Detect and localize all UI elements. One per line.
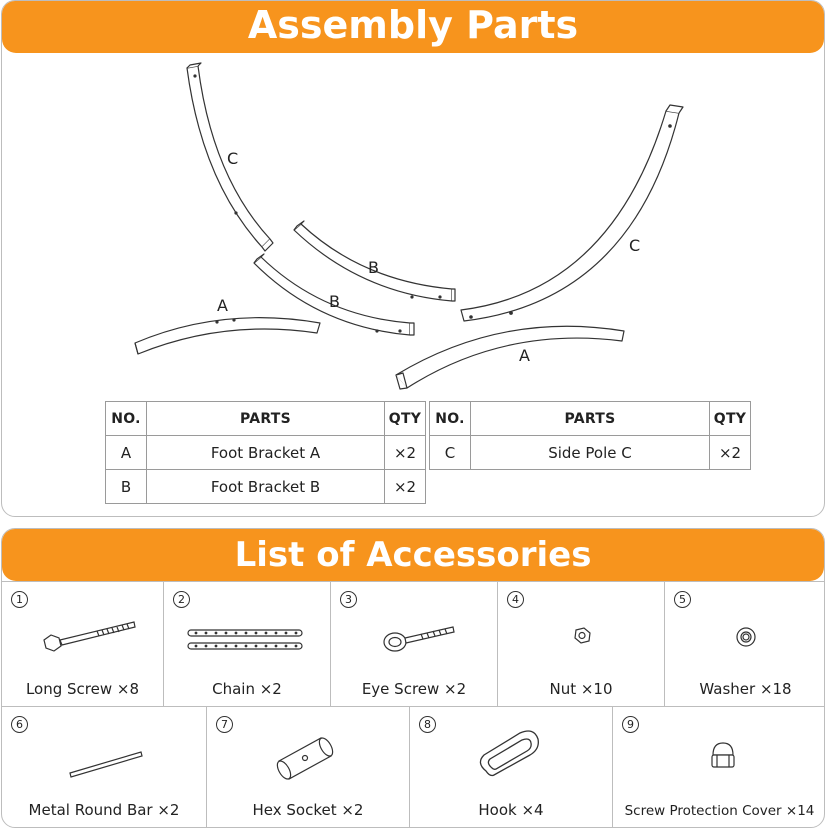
- item-label: Eye Screw ×2: [361, 680, 467, 698]
- table-header-row: NO. PARTS QTY: [429, 401, 751, 436]
- parts-table-right: NO. PARTS QTY C Side Pole C ×2: [429, 401, 751, 470]
- header-no: NO.: [429, 401, 471, 436]
- accessories-row-1: 1 Long Screw ×8 2 Chain: [2, 581, 824, 706]
- item-number: 9: [622, 716, 639, 733]
- accessories-panel: List of Accessories 1 Long Screw ×8 2: [1, 528, 825, 828]
- row-qty: ×2: [384, 469, 426, 504]
- row-no: C: [429, 435, 471, 470]
- label-a-left: A: [217, 296, 228, 315]
- item-number: 4: [507, 591, 524, 608]
- foot-bracket-b-upper-drawing: [293, 220, 456, 302]
- item-number: 2: [173, 591, 190, 608]
- row-part: Side Pole C: [470, 435, 710, 470]
- item-number: 3: [340, 591, 357, 608]
- chain-icon: [187, 629, 303, 650]
- table-row: C Side Pole C ×2: [429, 435, 751, 470]
- parts-diagram: [134, 62, 684, 390]
- item-number: 8: [419, 716, 436, 733]
- accessories-row-2: 6 Metal Round Bar ×2 7 Hex Socket ×2 8: [2, 706, 824, 827]
- item-label: Washer ×18: [699, 680, 792, 698]
- label-c-left: C: [227, 149, 239, 168]
- accessory-metal-round-bar: 6 Metal Round Bar ×2: [2, 706, 207, 827]
- item-label: Chain ×2: [212, 680, 282, 698]
- table-header-row: NO. PARTS QTY: [105, 401, 426, 436]
- label-a-right: A: [519, 346, 530, 365]
- item-number: 1: [11, 591, 28, 608]
- accessory-nut: 4 Nut ×10: [498, 581, 665, 706]
- item-label: Metal Round Bar ×2: [28, 801, 180, 819]
- accessory-hex-socket: 7 Hex Socket ×2: [207, 706, 410, 827]
- header-no: NO.: [105, 401, 147, 436]
- accessory-screw-protection-cover: 9 Screw Protection Cover ×14: [613, 706, 824, 827]
- accessory-hook: 8 Hook ×4: [410, 706, 613, 827]
- row-no: B: [105, 469, 147, 504]
- label-b-lower: B: [329, 292, 340, 311]
- row-qty: ×2: [384, 435, 426, 470]
- assembly-parts-title: Assembly Parts: [2, 1, 824, 53]
- assembly-parts-panel: Assembly Parts: [1, 0, 825, 517]
- accessory-eye-screw: 3 Eye Screw ×2: [331, 581, 498, 706]
- accessory-chain: 2 Chain ×2: [164, 581, 331, 706]
- item-label: Long Screw ×8: [25, 680, 140, 698]
- row-part: Foot Bracket B: [146, 469, 385, 504]
- foot-bracket-a-left-drawing: [134, 317, 321, 355]
- header-parts: PARTS: [146, 401, 385, 436]
- row-part: Foot Bracket A: [146, 435, 385, 470]
- header-qty: QTY: [384, 401, 426, 436]
- item-label: Screw Protection Cover ×14: [624, 803, 815, 819]
- foot-bracket-a-right-drawing: [395, 325, 625, 390]
- eye-screw-icon: [383, 626, 455, 652]
- foot-bracket-b-lower-drawing: [253, 253, 415, 336]
- hook-icon: [479, 730, 539, 777]
- row-qty: ×2: [709, 435, 751, 470]
- item-label: Nut ×10: [549, 680, 613, 698]
- accessories-title: List of Accessories: [2, 529, 824, 581]
- header-parts: PARTS: [470, 401, 710, 436]
- parts-table-left: NO. PARTS QTY A Foot Bracket A ×2 B Foot…: [105, 401, 426, 504]
- item-label: Hook ×4: [478, 801, 544, 819]
- table-row: B Foot Bracket B ×2: [105, 469, 426, 504]
- header-qty: QTY: [709, 401, 751, 436]
- accessory-washer: 5 Washer ×18: [665, 581, 824, 706]
- accessory-long-screw: 1 Long Screw ×8: [2, 581, 164, 706]
- label-b-upper: B: [368, 258, 379, 277]
- row-no: A: [105, 435, 147, 470]
- label-c-right: C: [629, 236, 641, 255]
- table-row: A Foot Bracket A ×2: [105, 435, 426, 470]
- item-number: 7: [216, 716, 233, 733]
- item-number: 6: [11, 716, 28, 733]
- side-pole-c-right-drawing: [460, 104, 684, 322]
- side-pole-c-left-drawing: [186, 62, 274, 252]
- long-screw-icon: [43, 621, 136, 652]
- hex-socket-icon: [276, 737, 334, 780]
- item-number: 5: [674, 591, 691, 608]
- washer-icon: [736, 627, 756, 647]
- item-label: Hex Socket ×2: [252, 801, 364, 819]
- screw-protection-cover-icon: [711, 742, 735, 768]
- metal-round-bar-icon: [69, 751, 143, 778]
- nut-icon: [574, 627, 591, 644]
